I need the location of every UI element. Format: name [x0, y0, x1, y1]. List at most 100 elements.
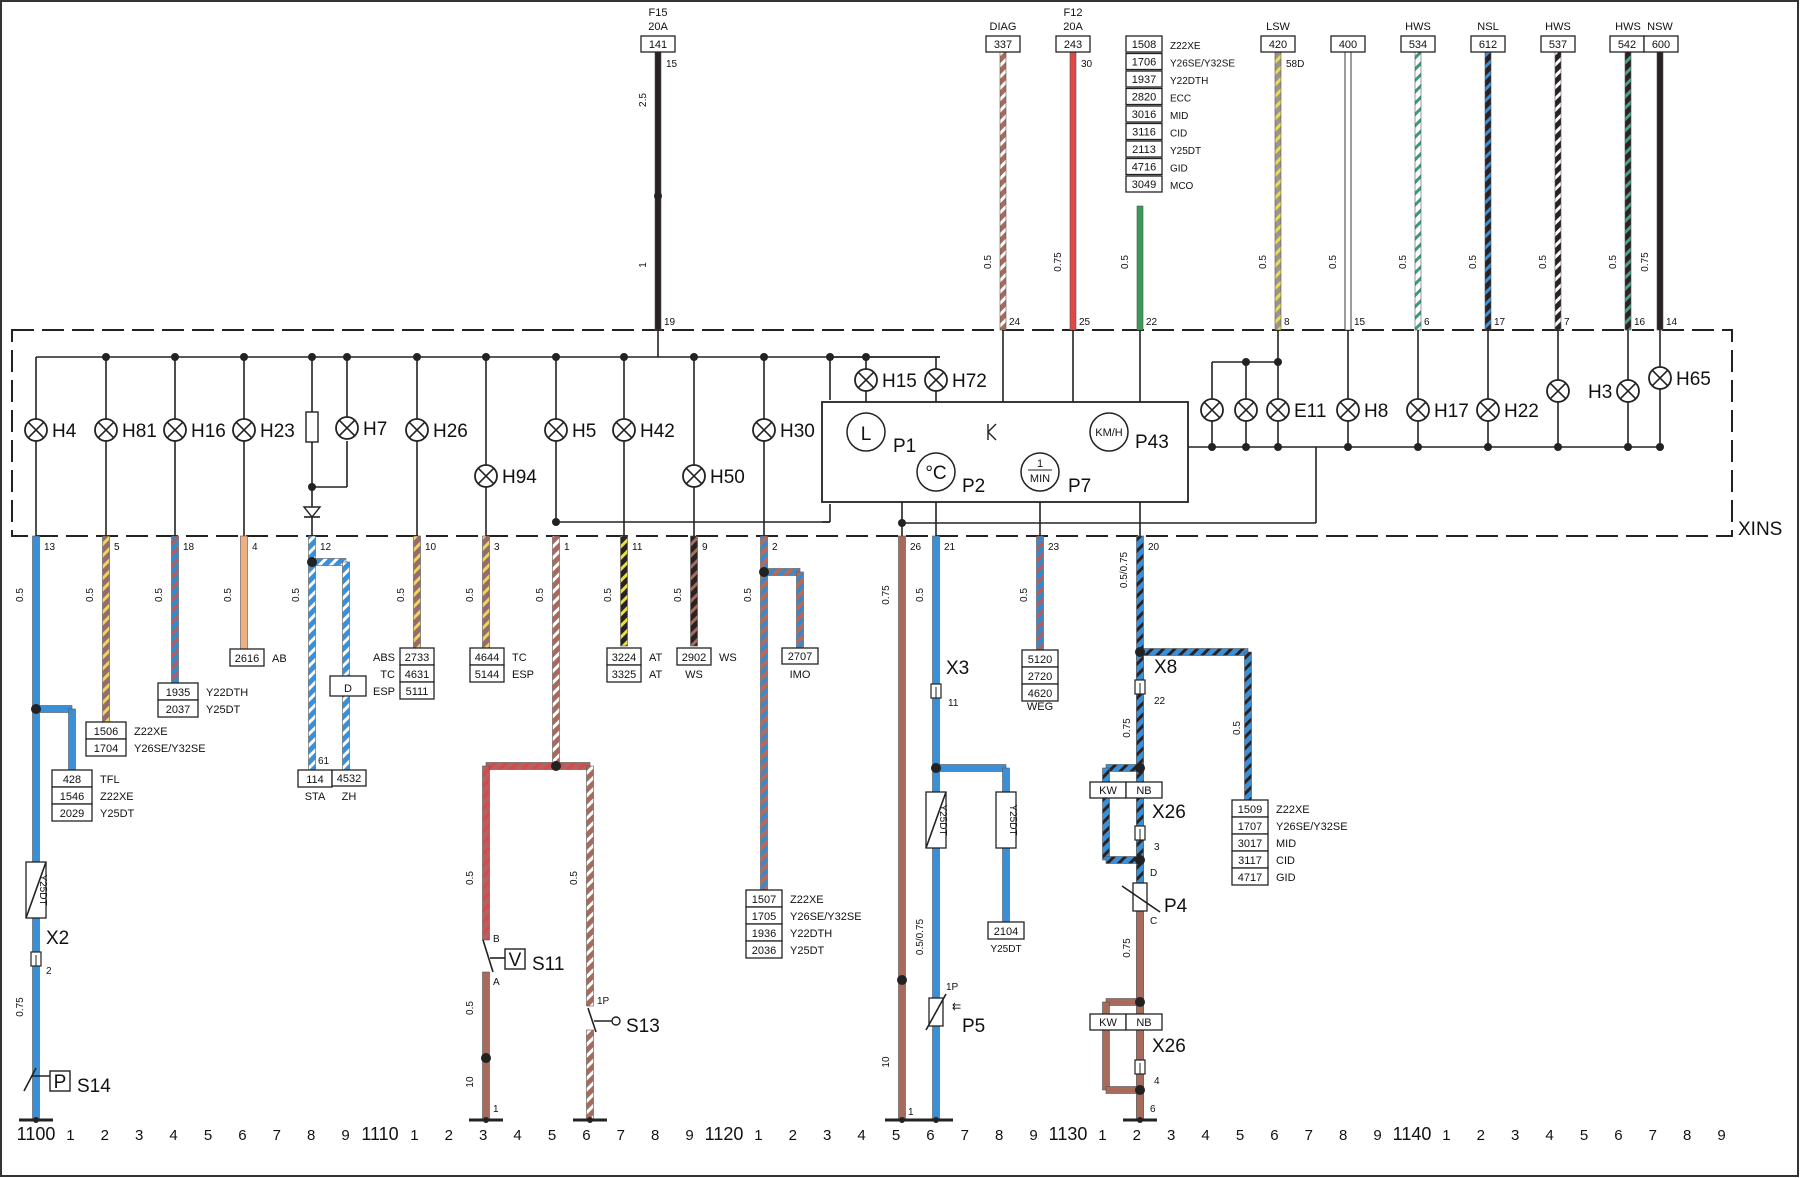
code-box-text: 141	[649, 39, 667, 51]
code-box-text: 114	[306, 774, 324, 786]
code-box-text: NB	[1136, 1017, 1151, 1029]
variant-box	[995, 791, 1017, 849]
lamp-label: E11	[1294, 401, 1326, 422]
code-box-text: 1704	[94, 743, 118, 755]
grid-column-label: 6	[1270, 1127, 1278, 1144]
grid-column-label: 8	[1339, 1127, 1347, 1144]
grid-column-label: 3	[1511, 1127, 1519, 1144]
ground-dot	[483, 1117, 489, 1123]
wire-gauge: 0.5	[1608, 255, 1619, 269]
ground-dot	[587, 1117, 593, 1123]
table-pin11-code	[606, 664, 642, 683]
lamp-h50: H50	[682, 464, 745, 488]
pin-label: B	[493, 934, 500, 945]
junction-dot	[552, 353, 560, 361]
pin-label: 24	[1009, 317, 1021, 328]
lamp-h17: H17	[1406, 398, 1469, 422]
grid-column-label: 1	[410, 1127, 418, 1144]
wire-gauge: 0.5/0.75	[915, 918, 926, 955]
component-label: S14	[77, 1076, 111, 1097]
component-label: X26	[1152, 802, 1186, 823]
pin-label: 20	[1148, 542, 1160, 553]
bottom-wire-13	[32, 535, 40, 1121]
code-box-text: KW	[1099, 785, 1117, 797]
module-label: XINS	[1738, 519, 1782, 540]
branch-wire	[796, 571, 804, 649]
table-pin9-label: WS	[685, 669, 703, 681]
table-pin12-code	[331, 769, 367, 787]
pin-label: 6	[1424, 317, 1430, 328]
code-box-text: 420	[1269, 39, 1287, 51]
branch-wire	[311, 558, 347, 566]
variant-box-text: Y25DT	[37, 874, 48, 905]
lamp-cross	[1651, 369, 1669, 387]
branch-wire	[935, 764, 1007, 772]
connector-code-box	[1260, 35, 1296, 53]
diode-icon	[302, 506, 322, 519]
gauge-label: P1	[893, 436, 916, 457]
grid-column-label: 2	[789, 1127, 797, 1144]
vacuum-switch-icon	[504, 948, 526, 970]
grid-column-label: 3	[823, 1127, 831, 1144]
pin-label: 10	[425, 542, 437, 553]
switch-blade	[587, 1007, 597, 1033]
wire-gauge: 0.5	[465, 1001, 476, 1015]
table-pin10-label: ABS	[373, 652, 395, 664]
wire-gauge: 0.5	[223, 588, 234, 602]
grid-column-label: 7	[273, 1127, 281, 1144]
lamp-cross	[685, 467, 703, 485]
table-pin9-label: WS	[719, 652, 737, 664]
pin-label: 14	[1666, 317, 1678, 328]
wire-gauge: 0.5	[1019, 588, 1030, 602]
instrument-cluster	[821, 401, 1189, 503]
signal-label: LSW	[1266, 21, 1290, 33]
table-pin3-label: ESP	[512, 669, 534, 681]
lamp-h81: H81	[94, 418, 157, 442]
lamp-cross	[1269, 401, 1287, 419]
lamp-cross	[27, 421, 45, 439]
grid-column-label: 1	[1098, 1127, 1106, 1144]
signal-label: HWS	[1615, 21, 1641, 33]
branch-wire	[1244, 651, 1252, 801]
wire	[1105, 1086, 1141, 1094]
wire-gauge: 0.5	[291, 588, 302, 602]
lamp-cross	[97, 421, 115, 439]
variant-code-box	[1125, 87, 1163, 106]
pin-label: 6	[1150, 1104, 1156, 1115]
branch-wire	[1139, 648, 1249, 656]
junction-dot	[1624, 443, 1632, 451]
splice-dot	[654, 192, 662, 200]
variant-label: Y25DT	[1170, 146, 1201, 157]
lamp-label: H22	[1504, 401, 1539, 422]
switch-blade	[482, 939, 494, 973]
variant-code-box	[1125, 140, 1163, 158]
gauge-symbol: MIN	[1030, 473, 1050, 485]
table-pin13-label: Y25DT	[100, 808, 135, 820]
wire-gauge: 0.5	[465, 871, 476, 885]
connector-code-box	[1540, 35, 1576, 53]
grid-column-label: 1	[1442, 1127, 1450, 1144]
component-label: S13	[626, 1016, 660, 1037]
pin-label: 19	[664, 317, 676, 328]
lamp-cross	[1409, 401, 1427, 419]
table-pin2b-label: Z22XE	[790, 894, 824, 906]
grid-column-label: 4	[1201, 1127, 1209, 1144]
splice-dot	[759, 567, 769, 577]
pin-label: 12	[320, 542, 332, 553]
grid-column-label: 6	[238, 1127, 246, 1144]
gauge-label: P2	[962, 476, 985, 497]
top-wire-w400	[1344, 51, 1352, 331]
branch-wire	[68, 708, 76, 771]
bottom-wire-1	[552, 535, 560, 766]
lamp-h5: H5	[544, 418, 596, 442]
code-box-text: NB	[1136, 785, 1151, 797]
table-pin12-label: STA	[305, 791, 326, 803]
pin-label: 11	[948, 698, 959, 709]
ground-dot	[1137, 1117, 1143, 1123]
wire-gauge: 0.5/0.75	[1119, 551, 1130, 588]
grid-column-label: 5	[892, 1127, 900, 1144]
code-box-text: 534	[1409, 39, 1427, 51]
junction-dot	[760, 353, 768, 361]
junction-dot	[102, 353, 110, 361]
switch-blade	[23, 1067, 37, 1092]
